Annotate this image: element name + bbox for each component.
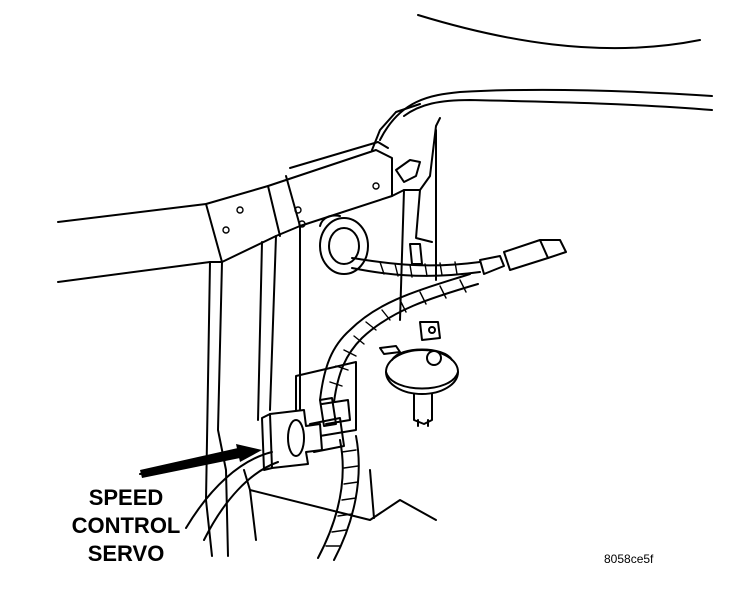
throttle-cable (185, 451, 279, 541)
callout-arrow (139, 444, 262, 478)
wiring-harness (351, 239, 567, 278)
figure-code: 8058ce5f (604, 552, 654, 566)
lower-shelf (243, 469, 437, 541)
inner-fender-flange (391, 117, 441, 321)
speed-control-servo-label: SPEED CONTROL SERVO (56, 484, 196, 568)
label-line-3: SERVO (87, 541, 165, 566)
speed-control-servo (261, 397, 351, 471)
left-pillar (205, 235, 277, 557)
fender-edge (371, 14, 713, 151)
arrow-head (236, 444, 262, 462)
label-line-2: CONTROL (71, 513, 181, 538)
vacuum-reservoir (379, 321, 459, 427)
label-line-1: SPEED (88, 485, 164, 510)
conduit-lower (317, 435, 360, 561)
firewall-panel (299, 214, 369, 381)
